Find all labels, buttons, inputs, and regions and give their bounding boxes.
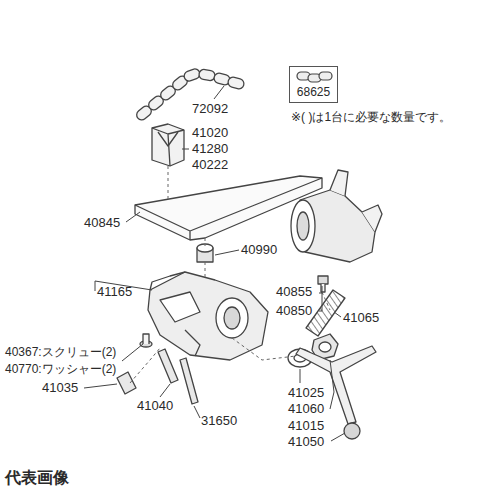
part-number: 31650 xyxy=(201,413,237,429)
note-text: ※( )は1台に必要な数量です。 xyxy=(291,110,451,125)
part-number: 41280 xyxy=(192,141,228,157)
part-number: 41165 xyxy=(97,284,132,300)
part-number: 41065 xyxy=(343,310,379,326)
part-number: 40770:ワッシャー(2) xyxy=(5,362,116,377)
part-number: 40990 xyxy=(241,242,277,258)
part-number: 41035 xyxy=(42,380,78,396)
pin xyxy=(158,349,178,383)
part-number: 40850 xyxy=(276,303,312,319)
part-number: 41050 xyxy=(288,434,324,450)
pin xyxy=(117,372,136,394)
part-number: 68625 xyxy=(290,85,337,99)
leader-lines xyxy=(84,86,345,441)
image-caption: 代表画像 xyxy=(5,468,69,487)
chain xyxy=(135,68,245,122)
jaw xyxy=(152,124,184,166)
part-number: 40855 xyxy=(276,284,312,300)
bolt xyxy=(318,276,328,284)
part-number: 41015 xyxy=(288,418,324,434)
part-number: 41025 xyxy=(288,385,324,401)
pin xyxy=(180,358,198,404)
part-number: 40222 xyxy=(192,157,228,173)
part-number: 40367:スクリュー(2) xyxy=(5,345,116,360)
part-number: 41060 xyxy=(288,401,324,417)
assembly-lines xyxy=(130,166,330,383)
threader-body xyxy=(148,272,268,360)
part-number: 41040 xyxy=(137,398,173,414)
kit-box: 68625 xyxy=(289,66,338,103)
part-number: 40845 xyxy=(84,215,120,231)
part-number: 72092 xyxy=(192,101,228,117)
chain-icon xyxy=(294,69,334,85)
part-number: 41020 xyxy=(192,125,228,141)
